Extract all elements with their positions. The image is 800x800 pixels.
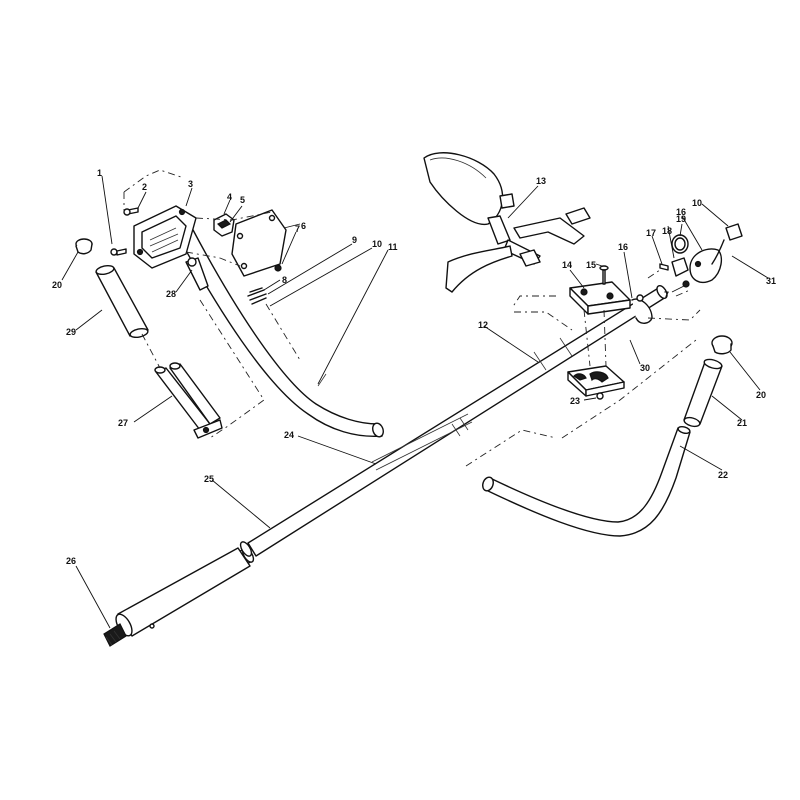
- callout-11: 11: [388, 242, 398, 252]
- callout-16-b: 16: [676, 207, 686, 217]
- callout-24: 24: [284, 430, 294, 440]
- callout-10: 10: [372, 239, 382, 249]
- callout-12: 12: [478, 320, 488, 330]
- callout-4: 4: [227, 192, 232, 202]
- callout-9: 9: [352, 235, 357, 245]
- callout-14: 14: [562, 260, 572, 270]
- shoulder-strap: [423, 152, 591, 293]
- callout-20-left: 20: [52, 280, 62, 290]
- callout-25: 25: [204, 474, 214, 484]
- upper-curved-tube: [177, 227, 384, 438]
- left-grip: [95, 264, 149, 339]
- callout-labels: 1 2 3 4 5 6 7 8 9 10 11 12 13 14 15 16 1…: [52, 168, 776, 566]
- callout-16: 16: [618, 242, 628, 252]
- callout-8: 8: [282, 275, 287, 285]
- handle-clamp: [567, 265, 653, 400]
- callout-10-b: 10: [692, 198, 702, 208]
- callout-29: 29: [66, 327, 76, 337]
- callout-27: 27: [118, 418, 128, 428]
- leader-lines: [61, 175, 769, 629]
- callout-13: 13: [536, 176, 546, 186]
- callout-17: 17: [646, 228, 656, 238]
- handle-cap-left: [75, 238, 93, 255]
- callout-15: 15: [586, 260, 596, 270]
- callout-7-b: 7: [664, 290, 669, 300]
- handle-bar: [482, 426, 691, 537]
- callout-28: 28: [166, 289, 176, 299]
- assembly-lines: [123, 169, 701, 467]
- callout-30: 30: [640, 363, 650, 373]
- throttle-cable-assembly: [636, 223, 743, 302]
- main-shaft: [103, 284, 668, 647]
- engine-mount-assembly: [110, 205, 287, 439]
- callout-2: 2: [142, 182, 147, 192]
- callout-3: 3: [188, 179, 193, 189]
- callout-21: 21: [737, 418, 747, 428]
- callout-6: 6: [301, 221, 306, 231]
- callout-18: 18: [662, 226, 672, 236]
- callout-5: 5: [240, 195, 245, 205]
- callout-20-right: 20: [756, 390, 766, 400]
- callout-7: 7: [295, 224, 300, 234]
- callout-19: 19: [676, 214, 686, 224]
- handle-cap-right: [711, 335, 733, 355]
- callout-22: 22: [718, 470, 728, 480]
- handle-grip: [683, 358, 723, 428]
- callout-1: 1: [97, 168, 102, 178]
- callout-31: 31: [766, 276, 776, 286]
- callout-23: 23: [570, 396, 580, 406]
- callout-26: 26: [66, 556, 76, 566]
